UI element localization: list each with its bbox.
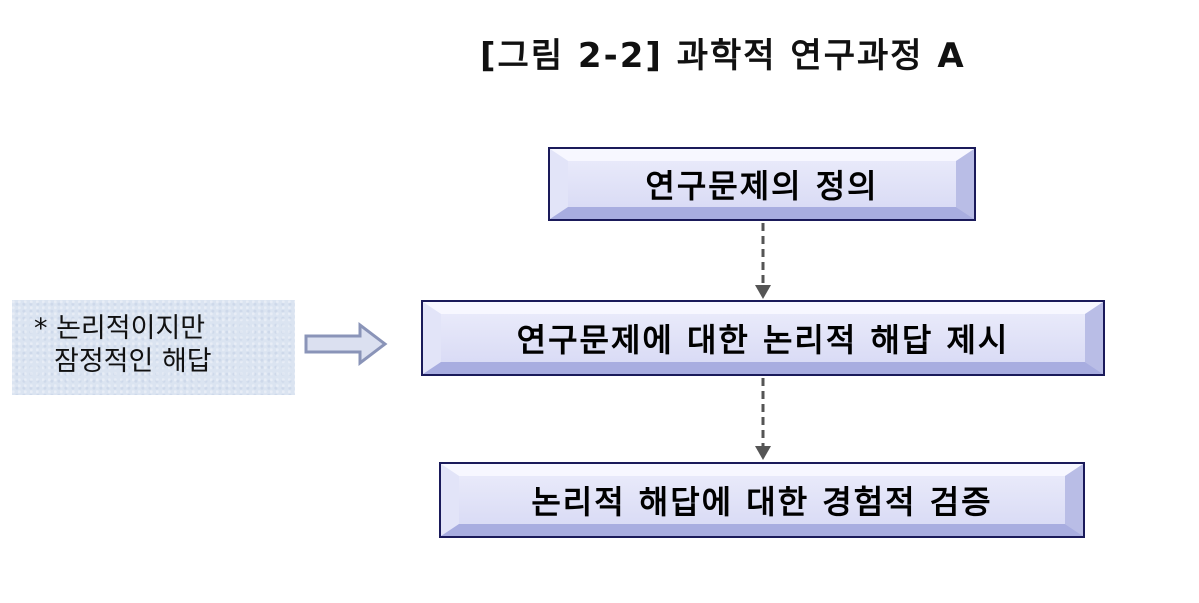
dashed-down-arrow-icon: [755, 223, 771, 299]
step-box-logical-answer: 연구문제에 대한 논리적 해답 제시: [421, 300, 1105, 376]
step-box-empirical-test: 논리적 해답에 대한 경험적 검증: [439, 462, 1085, 538]
step-label: 연구문제에 대한 논리적 해답 제시: [516, 321, 1010, 359]
tentative-answer-note: * 논리적이지만 잠정적인 해답: [12, 300, 295, 395]
step-label: 연구문제의 정의: [645, 167, 879, 205]
note-line-1: * 논리적이지만: [34, 313, 206, 344]
dashed-down-arrow-icon: [755, 378, 771, 460]
hollow-right-arrow-icon: [304, 321, 388, 367]
step-label: 논리적 해답에 대한 경험적 검증: [531, 483, 993, 521]
figure-title: [그림 2-2] 과학적 연구과정 A: [480, 36, 966, 76]
step-box-define-problem: 연구문제의 정의: [548, 147, 976, 221]
note-line-2: 잠정적인 해답: [54, 346, 212, 377]
